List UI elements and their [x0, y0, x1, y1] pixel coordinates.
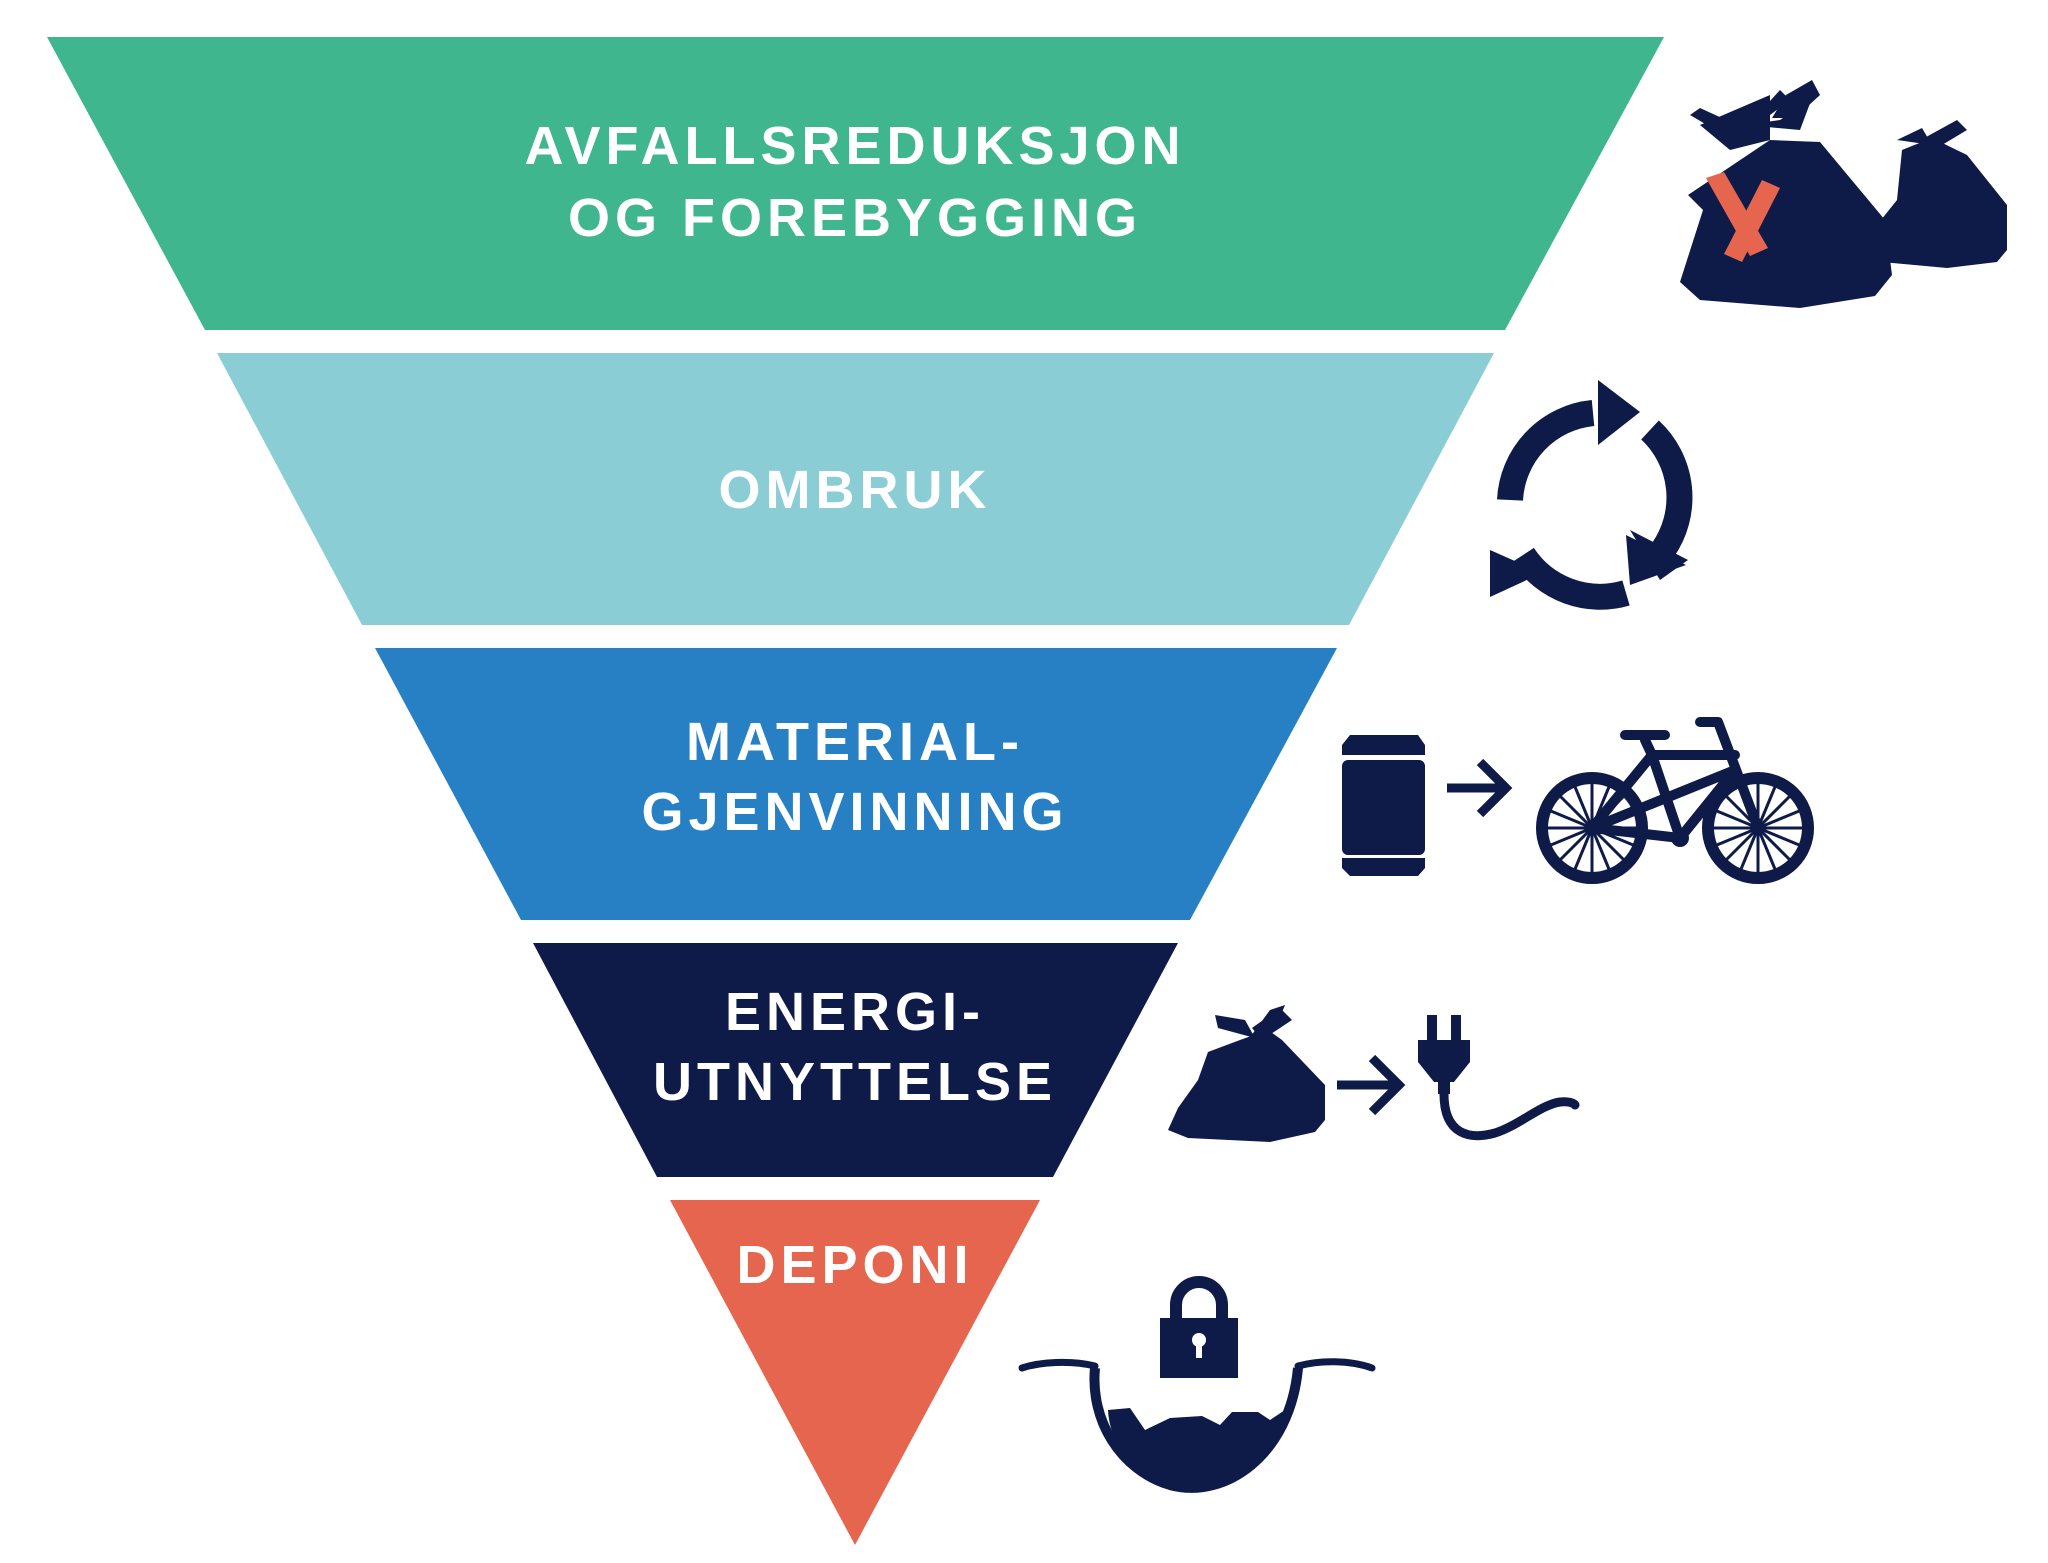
- lock-icon: [1160, 1276, 1238, 1378]
- can-to-bicycle-icon: [1342, 717, 1814, 884]
- locked-landfill-icon: [1018, 1276, 1376, 1493]
- tier-1-label-line-1: AVFALLSREDUKSJON: [524, 116, 1185, 176]
- tier-2-band: [217, 353, 1494, 625]
- tier-2-label: OMBRUK: [719, 460, 992, 520]
- tier-4-label-line-2: UTNYTTELSE: [653, 1052, 1057, 1112]
- tier-4-band: [533, 943, 1178, 1177]
- tier-5-band: [670, 1200, 1040, 1545]
- can-icon: [1342, 735, 1425, 876]
- tier-1-label-line-2: OG FOREBYGGING: [568, 188, 1142, 248]
- crossed-out-trash-bag-icon: [1680, 80, 2007, 308]
- tier-3-label-line-2: GJENVINNING: [641, 782, 1068, 842]
- cross-mark-icon: [1706, 172, 1780, 262]
- tier-3-band: [375, 648, 1337, 920]
- trash-bag-to-plug-icon: [1168, 1005, 1580, 1142]
- trash-bag-icon: [1168, 1005, 1325, 1142]
- tier-3-label-line-1: MATERIAL-: [686, 712, 1024, 772]
- landfill-pit-icon: [1018, 1358, 1376, 1493]
- cycle-arrows-icon: [1490, 380, 1693, 610]
- bicycle-icon: [1536, 717, 1814, 884]
- tier-5-label: DEPONI: [736, 1235, 973, 1295]
- tier-1-band: [47, 37, 1664, 330]
- plug-icon: [1418, 1015, 1580, 1141]
- arrow-right-icon: [1337, 1054, 1406, 1116]
- tier-4-label-line-1: ENERGI-: [725, 982, 985, 1042]
- arrow-right-icon: [1447, 758, 1513, 818]
